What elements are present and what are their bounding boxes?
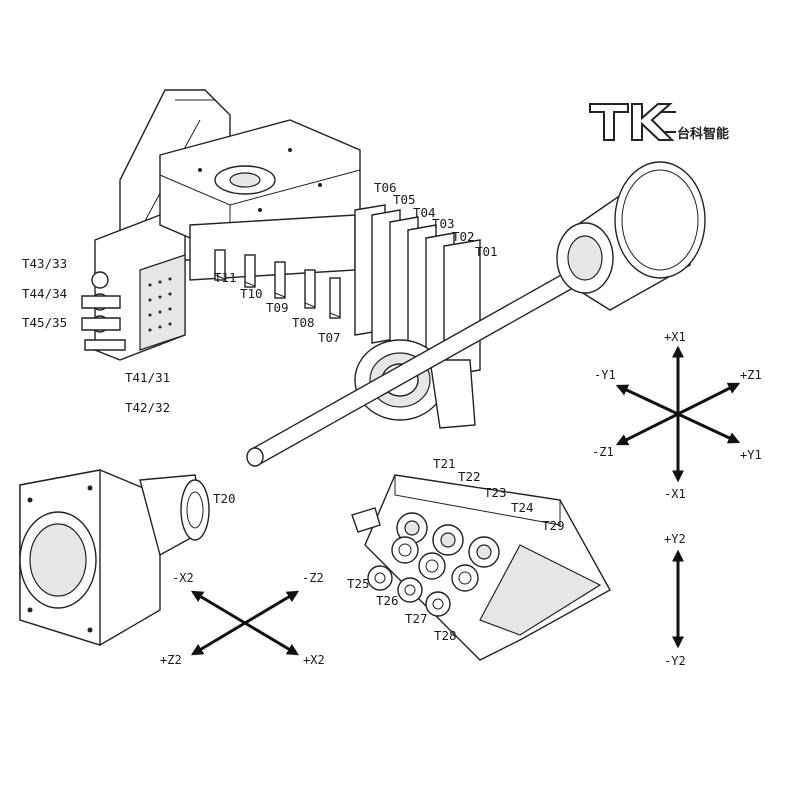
label-t08: T08 bbox=[292, 315, 315, 330]
arrow-minus-x2 bbox=[190, 590, 246, 625]
side-drills bbox=[81, 271, 126, 351]
label-t05: T05 bbox=[393, 192, 416, 207]
axis-label-minus-x2: -X2 bbox=[172, 571, 194, 585]
arrow-minus-y1 bbox=[615, 384, 679, 416]
label-t26: T26 bbox=[376, 593, 399, 608]
label-t06: T06 bbox=[374, 180, 397, 195]
axis-label-minus-y2: -Y2 bbox=[664, 654, 686, 668]
arrow-plus-z1 bbox=[677, 382, 741, 416]
label-t42-32: T42/32 bbox=[125, 400, 170, 415]
axis-label-plus-x1: +X1 bbox=[664, 330, 686, 344]
side-plate-holes bbox=[148, 277, 172, 332]
label-t07: T07 bbox=[318, 330, 341, 345]
axis-label-plus-y2: +Y2 bbox=[664, 532, 686, 546]
bottom-tool-plate bbox=[351, 474, 611, 661]
label-t29: T29 bbox=[542, 518, 565, 533]
t20-spindle-housing bbox=[19, 469, 210, 646]
label-t21: T21 bbox=[433, 456, 456, 471]
axis-label-minus-y1: -Y1 bbox=[594, 368, 616, 382]
arrow-minus-z1 bbox=[615, 412, 679, 446]
axis-glyph-y2: +Y2 -Y2 bbox=[664, 532, 686, 668]
label-t22: T22 bbox=[458, 469, 481, 484]
label-t04: T04 bbox=[413, 205, 436, 220]
axis-label-plus-x2: +X2 bbox=[303, 653, 325, 667]
label-t41-31: T41/31 bbox=[125, 370, 170, 385]
arrow-plus-y1 bbox=[677, 412, 741, 444]
label-t03: T03 bbox=[432, 216, 455, 231]
arrow-minus-z2 bbox=[244, 590, 300, 625]
drill-bits-t07-t11 bbox=[214, 249, 341, 319]
label-t24: T24 bbox=[511, 500, 534, 515]
tk-logo-brand-text: 台科智能 bbox=[677, 126, 729, 142]
axis-glyph-x1-y1-z1: +X1 -X1 -Y1 +Z1 -Z1 +Y1 bbox=[592, 330, 762, 501]
label-t45-35: T45/35 bbox=[22, 315, 67, 330]
axis-label-plus-z2: +Z2 bbox=[160, 653, 182, 667]
label-t20: T20 bbox=[213, 491, 236, 506]
label-t25: T25 bbox=[347, 576, 370, 591]
axis-label-plus-y1: +Y1 bbox=[740, 448, 762, 462]
label-t44-34: T44/34 bbox=[22, 286, 67, 301]
axis-glyph-x2-z2: -X2 -Z2 +Z2 +X2 bbox=[160, 571, 325, 667]
tk-logo-mark bbox=[589, 103, 676, 141]
axis-label-minus-z1: -Z1 bbox=[592, 445, 614, 459]
label-t02: T02 bbox=[452, 229, 475, 244]
axis-label-plus-z1: +Z1 bbox=[740, 368, 762, 382]
label-t28: T28 bbox=[434, 628, 457, 643]
label-t01: T01 bbox=[475, 244, 498, 259]
arrow-plus-z2 bbox=[190, 621, 246, 656]
axis-label-minus-z2: -Z2 bbox=[302, 571, 324, 585]
cylinder-unit bbox=[556, 161, 706, 311]
label-t23: T23 bbox=[484, 485, 507, 500]
tool-labels: T43/33 T44/34 T45/35 T41/31 T42/32 T11 T… bbox=[22, 180, 565, 643]
gang-tool-block bbox=[81, 89, 481, 429]
label-t09: T09 bbox=[266, 300, 289, 315]
label-t43-33: T43/33 bbox=[22, 256, 67, 271]
axis-label-minus-x1: -X1 bbox=[664, 487, 686, 501]
arrow-plus-x2 bbox=[244, 621, 300, 656]
label-t10: T10 bbox=[240, 286, 263, 301]
label-t11: T11 bbox=[214, 270, 237, 285]
tk-logo: 台科智能 bbox=[589, 103, 729, 142]
holder-cluster bbox=[367, 512, 500, 617]
label-t27: T27 bbox=[405, 611, 428, 626]
